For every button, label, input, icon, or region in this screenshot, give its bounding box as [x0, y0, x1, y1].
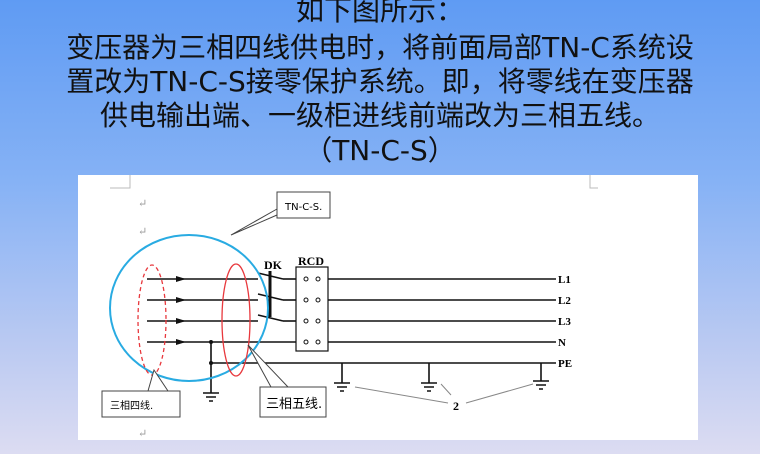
- slide-body-line: 变压器为三相四线供电时，将前面局部TN-C系统设: [66, 31, 694, 64]
- svg-text:↵: ↵: [138, 428, 147, 440]
- diagram-svg: ↵ ↵ ↵ DK RCD L1 L2 L3 N PE: [101, 175, 598, 440]
- label-l2: L2: [558, 295, 571, 307]
- slide-heading: 如下图所示：: [295, 0, 464, 27]
- five-wire-callout: [259, 386, 327, 418]
- ground-label: 2: [453, 399, 459, 413]
- label-n: N: [558, 337, 566, 349]
- five-wire-callout-text: 三相五线.: [266, 397, 322, 412]
- callout-pointer: [147, 368, 169, 392]
- four-wire-ellipse: [137, 264, 167, 376]
- four-wire-callout-text: 三相四线.: [110, 399, 153, 412]
- label-l3: L3: [558, 316, 571, 328]
- ground-callout-lines: [354, 383, 534, 404]
- paragraph-marks: ↵ ↵ ↵: [138, 198, 147, 440]
- corner-mark: [589, 175, 598, 189]
- tn-c-s-callout-text: TN-C-S.: [284, 202, 322, 213]
- label-pe: PE: [558, 358, 572, 370]
- tn-c-s-diagram: ↵ ↵ ↵ DK RCD L1 L2 L3 N PE: [78, 175, 698, 440]
- rcd-terminals: [303, 276, 321, 345]
- five-wire-ellipse: [221, 263, 251, 377]
- rcd-box: [295, 266, 329, 352]
- wires: [147, 271, 556, 393]
- tn-c-s-highlight-circle: [109, 234, 269, 382]
- svg-text:↵: ↵: [138, 226, 147, 238]
- callout-pointer: [247, 344, 289, 388]
- label-l1: L1: [558, 274, 571, 286]
- tn-c-s-callout: [276, 191, 331, 219]
- line-labels: L1 L2 L3 N PE: [558, 274, 572, 370]
- slide-body-line: 供电输出端、一级柜进线前端改为三相五线。: [99, 99, 660, 132]
- slide-body-line: （TN-C-S）: [304, 134, 456, 167]
- switch-label: DK: [264, 258, 283, 272]
- ground-icon: [203, 380, 549, 402]
- rcd-label: RCD: [298, 254, 324, 268]
- four-wire-callout: [101, 390, 181, 418]
- arrows: [176, 276, 213, 365]
- svg-text:↵: ↵: [138, 198, 147, 210]
- slide-body-line: 置改为TN-C-S接零保护系统。即，将零线在变压器: [66, 65, 694, 98]
- corner-mark: [110, 175, 131, 189]
- callout-pointer: [230, 208, 278, 236]
